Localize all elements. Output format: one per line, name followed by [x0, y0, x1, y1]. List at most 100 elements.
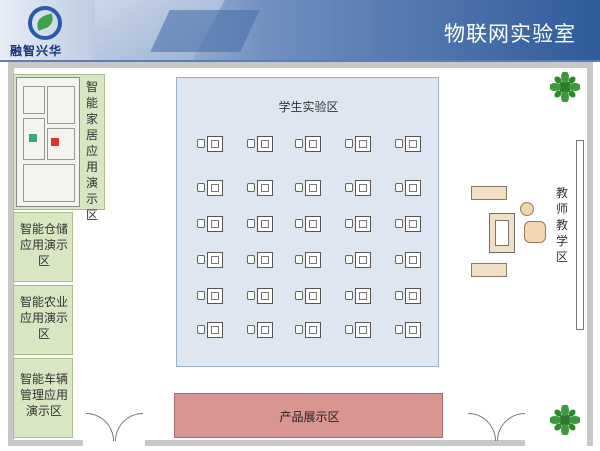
- student-computer-icon: [207, 252, 223, 268]
- door-swing-icon: [468, 413, 496, 441]
- student-chair: [345, 255, 353, 264]
- student-desk: [395, 252, 421, 268]
- student-computer-icon: [405, 216, 421, 232]
- student-computer-icon: [305, 322, 321, 338]
- smart-vehicle-label: 智能车辆管理应用演示区: [19, 372, 68, 418]
- student-chair: [395, 325, 403, 334]
- header-divider: [0, 60, 600, 62]
- door-swing-icon: [86, 413, 114, 441]
- student-desk: [295, 216, 321, 232]
- student-desk: [247, 216, 273, 232]
- student-chair: [395, 255, 403, 264]
- student-computer-icon: [355, 252, 371, 268]
- student-computer-icon: [305, 216, 321, 232]
- student-desk: [197, 216, 223, 232]
- student-computer-icon: [257, 288, 273, 304]
- student-computer-icon: [257, 252, 273, 268]
- product-display-label: 产品展示区: [279, 410, 340, 424]
- student-computer-icon: [257, 322, 273, 338]
- teacher-side-desk: [471, 263, 507, 277]
- right-wall: [587, 62, 593, 446]
- student-chair: [345, 325, 353, 334]
- teacher-person-icon: [520, 202, 534, 216]
- smart-storage-label: 智能仓储应用演示区: [19, 222, 68, 268]
- student-chair: [197, 255, 205, 264]
- door-swing-icon: [497, 413, 525, 441]
- student-desk: [295, 136, 321, 152]
- student-desk: [345, 252, 371, 268]
- student-desk: [247, 322, 273, 338]
- top-wall: [8, 62, 593, 68]
- student-chair: [247, 255, 255, 264]
- student-desk: [345, 136, 371, 152]
- teacher-chair: [524, 221, 546, 243]
- door-swing-icon: [115, 413, 143, 441]
- device-marker: [29, 134, 37, 142]
- student-desk: [247, 252, 273, 268]
- smart-home-label: 智能家居应用演示区: [85, 80, 98, 222]
- bottom-wall: [8, 440, 83, 446]
- logo-text: 融智兴华: [10, 44, 63, 58]
- product-display-zone: 产品展示区: [174, 393, 443, 438]
- student-desk: [247, 136, 273, 152]
- student-computer-icon: [207, 322, 223, 338]
- smart-vehicle-zone: 智能车辆管理应用演示区: [13, 358, 73, 438]
- student-chair: [197, 183, 205, 192]
- student-computer-icon: [355, 136, 371, 152]
- student-computer-icon: [305, 252, 321, 268]
- student-desk: [395, 216, 421, 232]
- plant-icon: [550, 405, 580, 435]
- teacher-side-desk: [471, 186, 507, 200]
- student-chair: [295, 291, 303, 300]
- student-chair: [247, 139, 255, 148]
- student-chair: [395, 139, 403, 148]
- student-lab-zone: 学生实验区: [176, 77, 439, 367]
- student-desk: [395, 136, 421, 152]
- student-computer-icon: [305, 180, 321, 196]
- student-desk: [295, 252, 321, 268]
- student-desk: [295, 180, 321, 196]
- student-desk: [197, 136, 223, 152]
- smart-agriculture-label: 智能农业应用演示区: [19, 295, 68, 341]
- company-logo: 融智兴华: [6, 4, 96, 58]
- student-chair: [197, 219, 205, 228]
- student-computer-icon: [207, 180, 223, 196]
- bottom-wall: [145, 440, 525, 446]
- student-desk: [345, 322, 371, 338]
- student-desk: [345, 288, 371, 304]
- student-chair: [395, 183, 403, 192]
- student-computer-icon: [257, 180, 273, 196]
- student-computer-icon: [355, 322, 371, 338]
- student-desk: [247, 180, 273, 196]
- student-chair: [197, 291, 205, 300]
- student-computer-icon: [207, 288, 223, 304]
- student-chair: [345, 219, 353, 228]
- student-desk: [345, 180, 371, 196]
- computer-monitor-icon: [495, 220, 509, 246]
- student-desk: [295, 322, 321, 338]
- student-desk: [395, 322, 421, 338]
- student-chair: [295, 255, 303, 264]
- student-computer-icon: [355, 288, 371, 304]
- student-chair: [345, 183, 353, 192]
- student-computer-icon: [207, 216, 223, 232]
- left-wall: [8, 62, 14, 446]
- banner-decoration: [150, 10, 260, 52]
- student-computer-icon: [207, 136, 223, 152]
- student-computer-icon: [355, 216, 371, 232]
- room-outline: [23, 118, 45, 160]
- device-marker: [51, 138, 59, 146]
- student-desk: [395, 288, 421, 304]
- room-outline: [47, 128, 75, 160]
- student-computer-icon: [257, 216, 273, 232]
- student-chair: [295, 183, 303, 192]
- room-outline: [47, 86, 75, 124]
- smart-home-floorplan: [16, 77, 80, 207]
- page-title: 物联网实验室: [444, 22, 576, 46]
- student-chair: [197, 139, 205, 148]
- student-computer-icon: [405, 252, 421, 268]
- student-desk: [197, 252, 223, 268]
- student-computer-icon: [405, 322, 421, 338]
- room-outline: [23, 86, 45, 114]
- student-desk: [197, 288, 223, 304]
